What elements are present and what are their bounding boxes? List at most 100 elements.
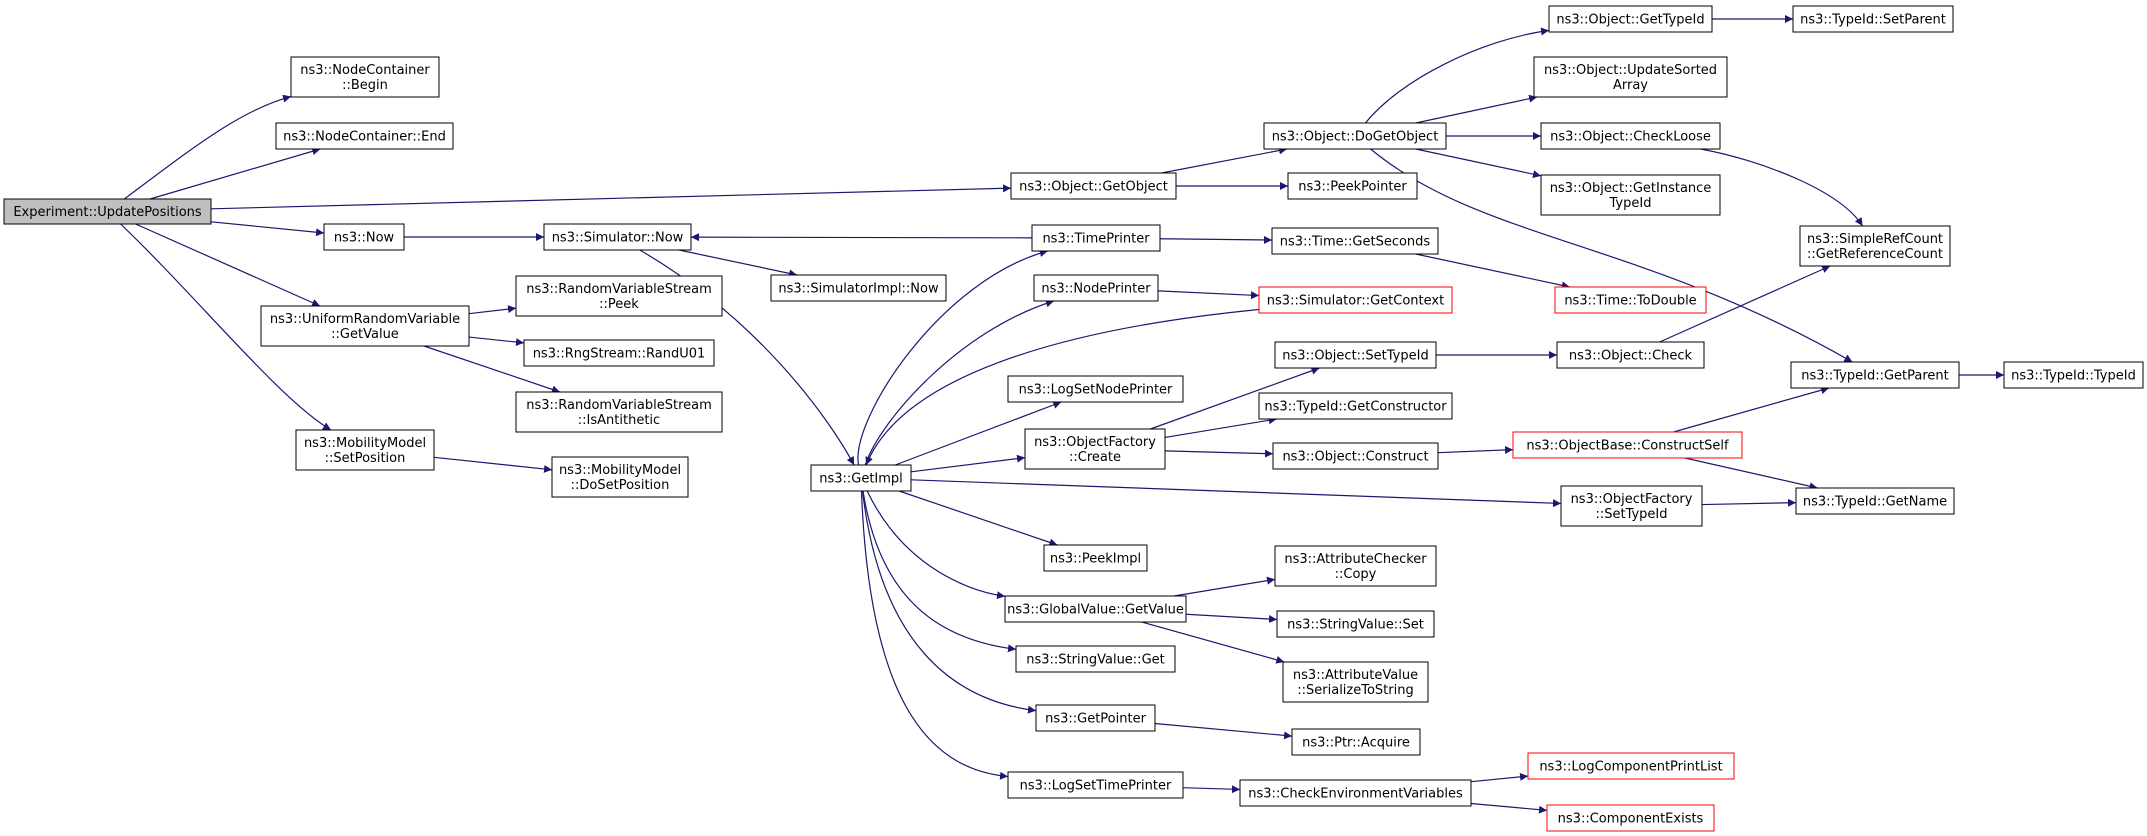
node-label: ns3::Object::GetObject: [1019, 180, 1168, 195]
node-box: [1291, 728, 1421, 756]
call-edge-of_create-to-obj_construct: [1164, 449, 1274, 458]
node-now[interactable]: ns3::Now: [323, 223, 405, 251]
call-edge-checkenv-to-componentexists: [1470, 802, 1548, 814]
node-label: ::GetReferenceCount: [1807, 247, 1943, 262]
call-edge-urv_getvalue-to-rng_randu01: [468, 336, 525, 347]
node-box: [295, 429, 435, 471]
call-edge-gv_getvalue-to-av_serialize: [1141, 621, 1285, 664]
node-logcomponentprintlist[interactable]: ns3::LogComponentPrintList: [1527, 752, 1735, 780]
node-sv-get[interactable]: ns3::StringValue::Get: [1015, 645, 1176, 673]
node-mm-setpos[interactable]: ns3::MobilityModel::SetPosition: [295, 429, 435, 471]
node-label: TypeId: [1609, 196, 1652, 211]
node-label: ns3::CheckEnvironmentVariables: [1248, 787, 1463, 802]
node-time-getseconds[interactable]: ns3::Time::GetSeconds: [1271, 227, 1439, 255]
node-label: ns3::SimulatorImpl::Now: [778, 282, 939, 297]
call-edge-obj_getobject-to-obj_dogetobject: [1161, 146, 1288, 174]
node-label: ns3::MobilityModel: [559, 463, 681, 478]
node-av-serialize[interactable]: ns3::AttributeValue::SerializeToString: [1282, 661, 1429, 703]
node-box: [1272, 442, 1439, 470]
node-box: [1033, 274, 1159, 302]
node-label: ns3::RngStream::RandU01: [533, 347, 706, 362]
node-box: [1560, 485, 1703, 527]
node-nc-begin[interactable]: ns3::NodeContainer::Begin: [290, 56, 440, 98]
node-label: ::SerializeToString: [1297, 683, 1413, 698]
node-box: [1792, 5, 1954, 33]
node-time-todouble[interactable]: ns3::Time::ToDouble: [1554, 286, 1707, 314]
node-label: ns3::MobilityModel: [304, 436, 426, 451]
node-rvs-peek[interactable]: ns3::RandomVariableStream::Peek: [515, 275, 723, 317]
node-label: ns3::SimpleRefCount: [1807, 232, 1943, 247]
node-obj-check[interactable]: ns3::Object::Check: [1556, 341, 1705, 369]
node-label: ns3::ObjectFactory: [1034, 435, 1156, 450]
node-simimpl-now[interactable]: ns3::SimulatorImpl::Now: [770, 274, 947, 302]
node-label: ns3::Time::ToDouble: [1564, 294, 1696, 309]
node-box: [1533, 56, 1728, 98]
node-peekpointer[interactable]: ns3::PeekPointer: [1287, 172, 1418, 200]
node-box: [275, 122, 454, 150]
node-box: [1540, 174, 1721, 216]
node-obj-gettypeid[interactable]: ns3::Object::GetTypeId: [1548, 5, 1713, 33]
node-src-getrefcount[interactable]: ns3::SimpleRefCount::GetReferenceCount: [1799, 225, 1951, 267]
node-box: [2003, 361, 2144, 389]
node-label: ns3::StringValue::Get: [1026, 653, 1164, 668]
node-box: [323, 223, 405, 251]
nodes-layer: Experiment::UpdatePositionsns3::NodeCont…: [3, 5, 2144, 832]
call-edge-of_create-to-tid_getconstructor: [1164, 416, 1277, 439]
node-label: ns3::Object::DoGetObject: [1272, 130, 1439, 145]
node-timeprinter[interactable]: ns3::TimePrinter: [1031, 224, 1161, 252]
node-getimpl[interactable]: ns3::GetImpl: [810, 464, 912, 492]
node-nodeprinter[interactable]: ns3::NodePrinter: [1033, 274, 1159, 302]
node-rvs-isanti[interactable]: ns3::RandomVariableStream::IsAntithetic: [515, 391, 723, 433]
node-ptr-acquire[interactable]: ns3::Ptr::Acquire: [1291, 728, 1421, 756]
node-obj-settypeid[interactable]: ns3::Object::SetTypeId: [1274, 341, 1437, 369]
node-box: [1258, 286, 1453, 314]
node-box: [810, 464, 912, 492]
node-logsetnodeprinter[interactable]: ns3::LogSetNodePrinter: [1007, 375, 1184, 403]
call-edge-urv_getvalue-to-rvs_isanti: [423, 345, 561, 394]
call-edge-mm_setpos-to-mm_dosetpos: [433, 456, 553, 473]
node-mm-dosetpos[interactable]: ns3::MobilityModel::DoSetPosition: [551, 456, 689, 498]
node-obj-dogetobject[interactable]: ns3::Object::DoGetObject: [1263, 122, 1447, 150]
node-sim-now[interactable]: ns3::Simulator::Now: [543, 223, 692, 251]
node-sv-set[interactable]: ns3::StringValue::Set: [1276, 610, 1435, 638]
node-tid-getname[interactable]: ns3::TypeId::GetName: [1795, 487, 1955, 515]
call-edge-gv_getvalue-to-sv_set: [1185, 613, 1278, 624]
node-peekimpl[interactable]: ns3::PeekImpl: [1043, 544, 1148, 572]
node-box: [1274, 545, 1437, 587]
node-box: [1010, 172, 1177, 200]
node-getpointer[interactable]: ns3::GetPointer: [1035, 704, 1156, 732]
node-obj-getobject[interactable]: ns3::Object::GetObject: [1010, 172, 1177, 200]
node-logsettimeprinter[interactable]: ns3::LogSetTimePrinter: [1007, 771, 1184, 799]
node-ob-constructself[interactable]: ns3::ObjectBase::ConstructSelf: [1512, 431, 1743, 459]
call-edge-obj_dogetobject-to-tid_getparent: [1370, 148, 1853, 363]
node-obj-construct[interactable]: ns3::Object::Construct: [1272, 442, 1439, 470]
node-rng-randu01[interactable]: ns3::RngStream::RandU01: [523, 339, 715, 367]
call-edge-sim_getcontext-to-getimpl: [865, 308, 1260, 466]
node-tid-setparent[interactable]: ns3::TypeId::SetParent: [1792, 5, 1954, 33]
node-sim-getcontext[interactable]: ns3::Simulator::GetContext: [1258, 286, 1453, 314]
node-label: ::Create: [1069, 450, 1121, 465]
call-edge-time_getseconds-to-time_todouble: [1415, 253, 1570, 290]
node-tid-getparent[interactable]: ns3::TypeId::GetParent: [1790, 361, 1960, 389]
node-obj-checkloose[interactable]: ns3::Object::CheckLoose: [1540, 122, 1721, 150]
node-of-create[interactable]: ns3::ObjectFactory::Create: [1024, 428, 1166, 470]
node-checkenv[interactable]: ns3::CheckEnvironmentVariables: [1239, 779, 1472, 807]
node-urv-getvalue[interactable]: ns3::UniformRandomVariable::GetValue: [260, 305, 470, 347]
node-label: ns3::TypeId::TypeId: [2011, 369, 2136, 384]
node-nc-end[interactable]: ns3::NodeContainer::End: [275, 122, 454, 150]
node-tid-getconstructor[interactable]: ns3::TypeId::GetConstructor: [1258, 392, 1453, 420]
call-edge-getimpl-to-sv_get: [862, 490, 1017, 653]
node-label: ns3::Simulator::GetContext: [1267, 294, 1444, 309]
node-box: [1287, 172, 1418, 200]
node-tid-typeid[interactable]: ns3::TypeId::TypeId: [2003, 361, 2144, 389]
call-edge-nodeprinter-to-sim_getcontext: [1157, 290, 1260, 300]
node-gv-getvalue[interactable]: ns3::GlobalValue::GetValue: [1004, 595, 1187, 623]
node-label: ns3::TypeId::GetConstructor: [1264, 400, 1447, 415]
node-label: ns3::LogSetNodePrinter: [1019, 383, 1173, 398]
node-of-settypeid[interactable]: ns3::ObjectFactory::SetTypeId: [1560, 485, 1703, 527]
node-label: ns3::TypeId::GetParent: [1801, 369, 1949, 384]
node-componentexists[interactable]: ns3::ComponentExists: [1546, 804, 1715, 832]
node-ac-copy[interactable]: ns3::AttributeChecker::Copy: [1274, 545, 1437, 587]
